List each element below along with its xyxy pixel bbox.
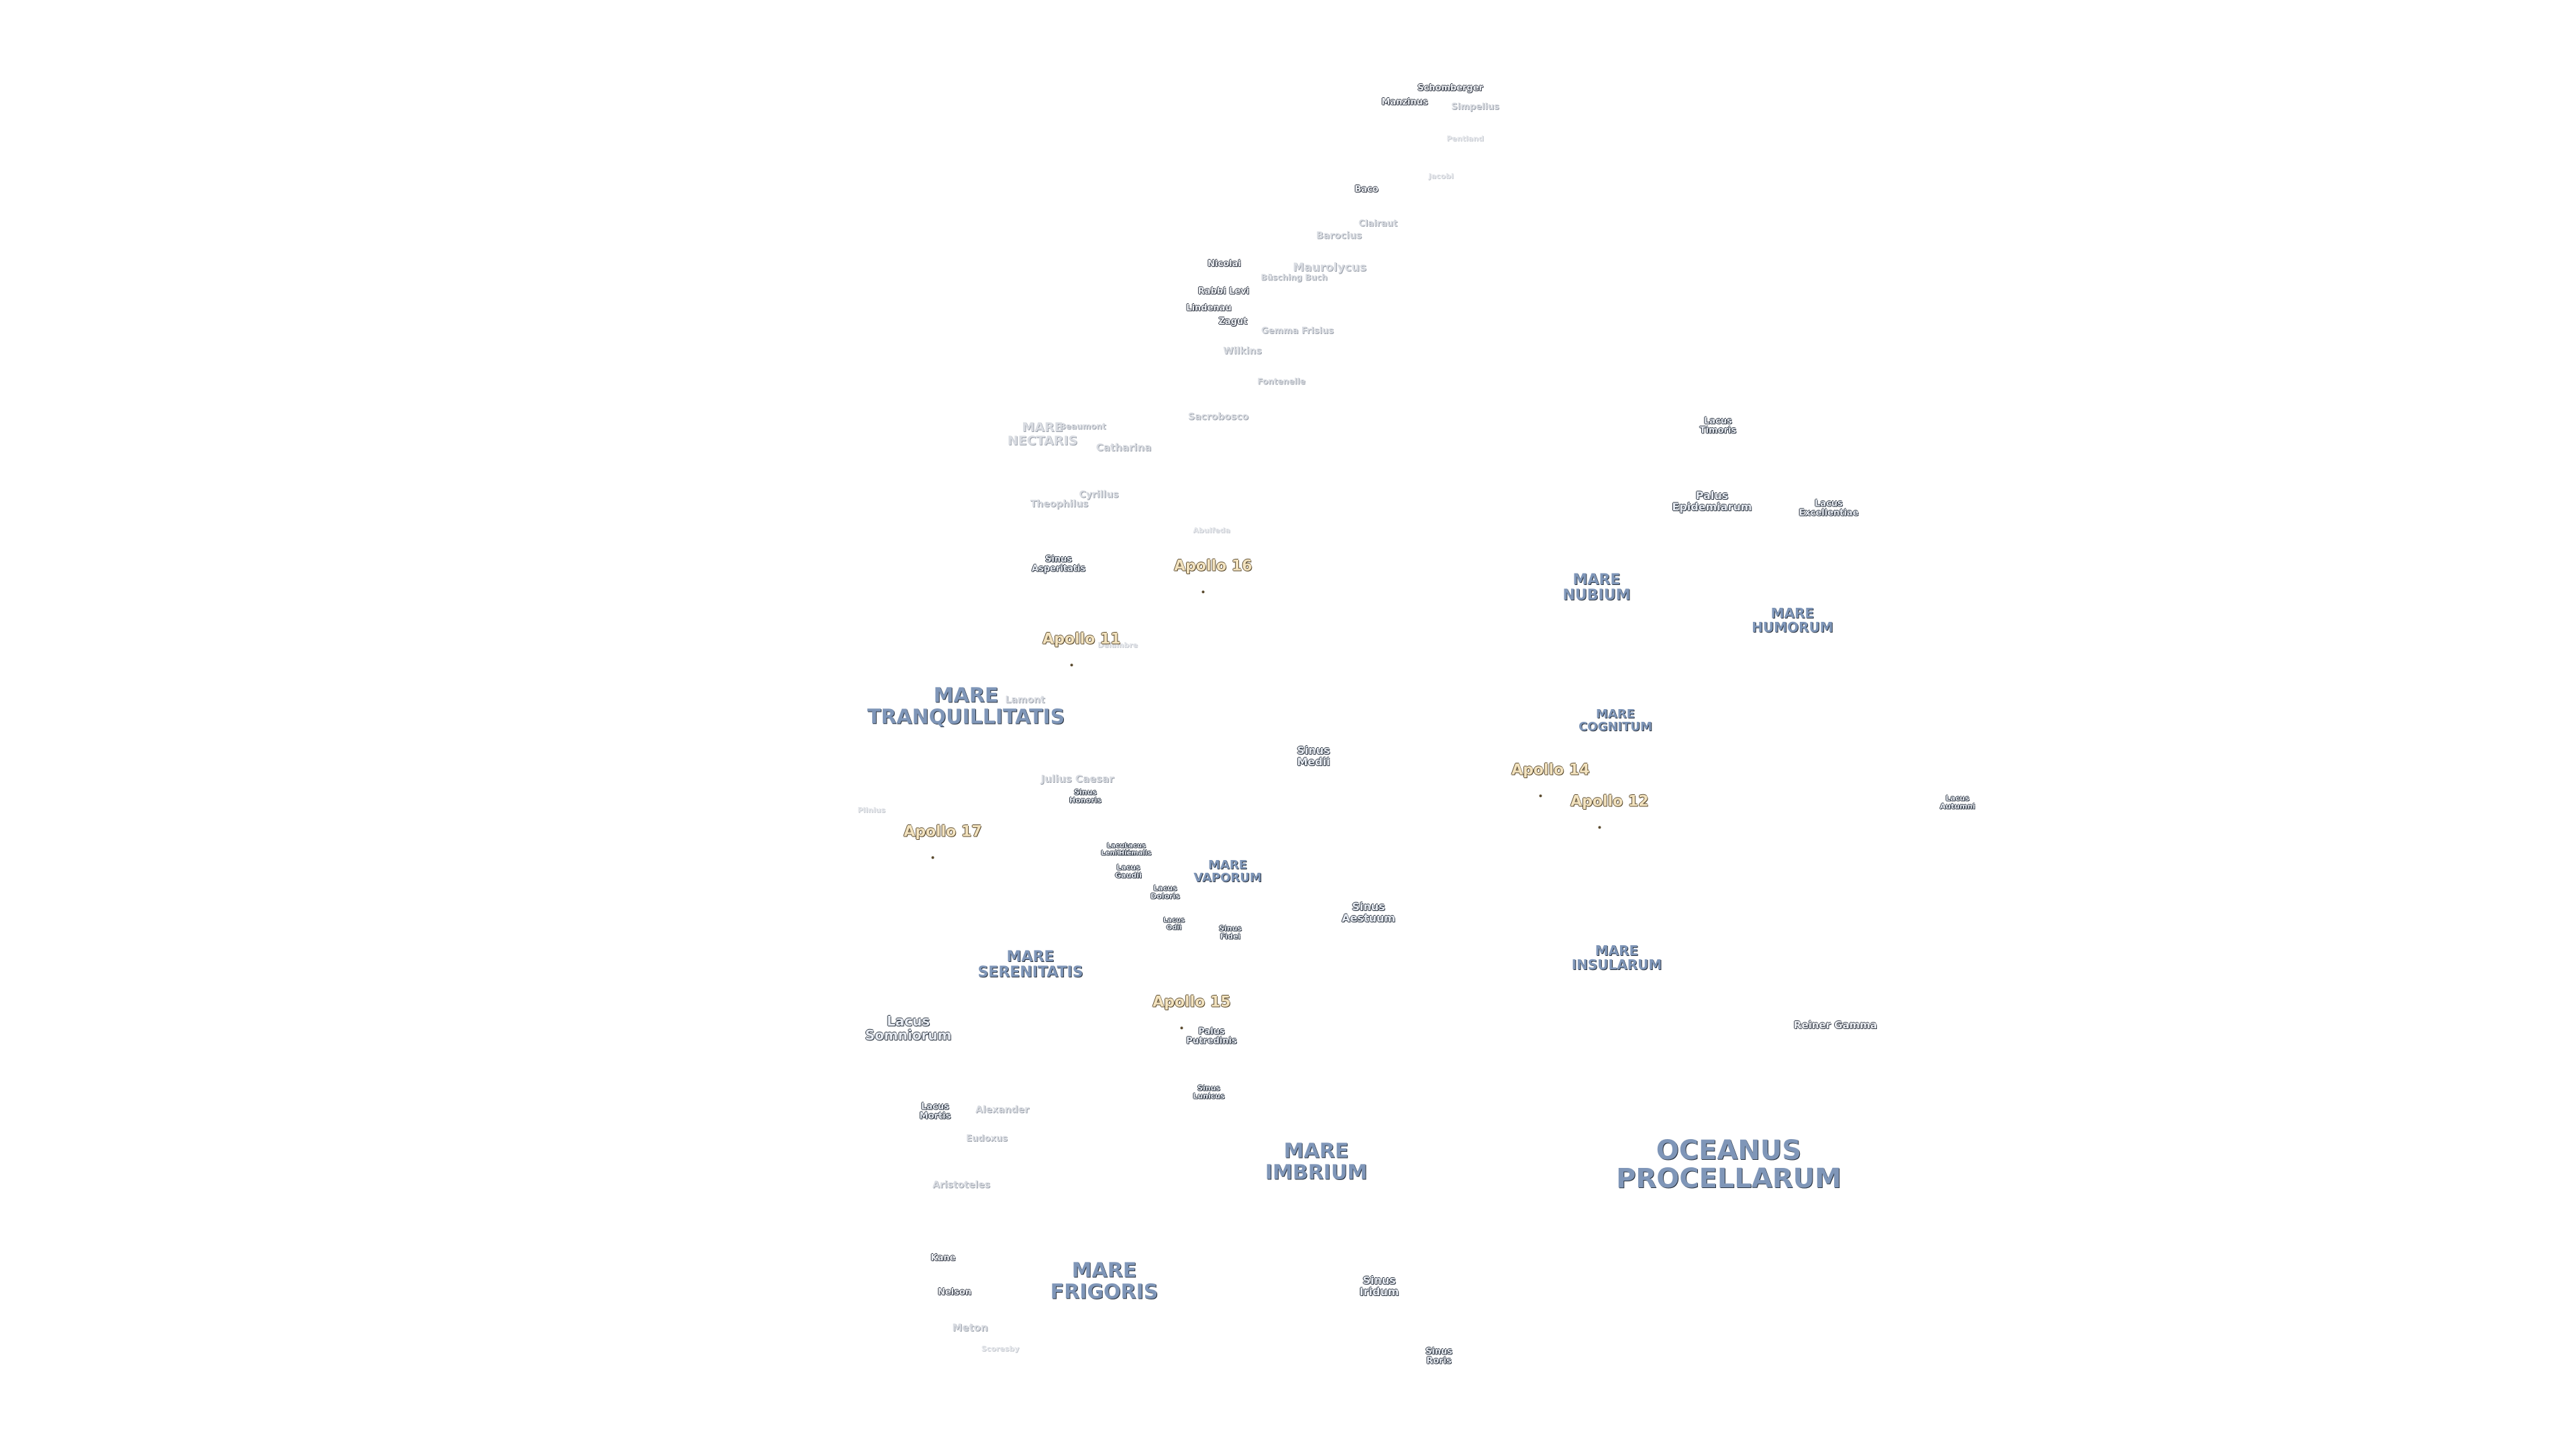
label-crater-simpelius[interactable]: Simpelius xyxy=(1451,102,1499,113)
apollo-16-site-marker xyxy=(1201,590,1204,594)
label-lacus-autumni[interactable]: Lacus Autumni xyxy=(1939,794,1976,810)
apollo-17-text: Apollo 17 xyxy=(904,823,982,841)
label-sinus-lunicus[interactable]: Sinus Lunicus xyxy=(1193,1083,1225,1100)
apollo-15-text: Apollo 15 xyxy=(1152,994,1231,1011)
label-crater-cyrillus[interactable]: Cyrillus xyxy=(1079,489,1119,500)
label-lacus-mortis[interactable]: Lacus Mortis xyxy=(919,1102,951,1121)
label-lacus-hiemalis[interactable]: Lacus Hiemalis xyxy=(1118,842,1152,857)
label-mare-cognitum[interactable]: MARE COGNITUM xyxy=(1578,707,1652,734)
label-mare-imbrium[interactable]: MARE IMBRIUM xyxy=(1265,1139,1368,1184)
label-crater-eudoxus[interactable]: Eudoxus xyxy=(966,1134,1008,1144)
label-mare-tranquillitatis[interactable]: MARE TRANQUILLITATIS xyxy=(867,684,1065,729)
label-mare-frigoris[interactable]: MARE FRIGORIS xyxy=(1050,1258,1159,1303)
label-crater-reiner-gamma[interactable]: Reiner Gamma xyxy=(1793,1019,1878,1032)
label-crater-buchi[interactable]: Büsching Buch xyxy=(1260,272,1328,282)
label-apollo-17[interactable]: Apollo 17 xyxy=(883,808,982,859)
label-crater-lindenau[interactable]: Lindenau xyxy=(1186,303,1232,314)
label-crater-barocius[interactable]: Barocius xyxy=(1316,230,1362,241)
label-mare-serenitatis[interactable]: MARE SERENITATIS xyxy=(977,948,1083,981)
label-crater-nicolai[interactable]: Nicolai xyxy=(1208,259,1241,270)
label-mare-vaporum[interactable]: MARE VAPORUM xyxy=(1193,858,1262,885)
label-crater-plinius[interactable]: Plinius xyxy=(857,806,885,815)
label-sinus-roris[interactable]: Sinus Roris xyxy=(1425,1346,1453,1366)
label-crater-maurolycus[interactable]: Maurolycus xyxy=(1293,261,1366,275)
apollo-14-text: Apollo 14 xyxy=(1511,761,1590,779)
label-lacus-odii[interactable]: Lacus Odii xyxy=(1163,916,1185,931)
label-sinus-aestuum[interactable]: Sinus Aestuum xyxy=(1342,900,1395,924)
label-crater-baco[interactable]: Baco xyxy=(1354,184,1379,195)
label-crater-alexander[interactable]: Alexander xyxy=(975,1104,1029,1116)
label-crater-abulfeda[interactable]: Abulfeda xyxy=(1193,526,1230,535)
label-oceanus-procellarum[interactable]: OCEANUS PROCELLARUM xyxy=(1616,1135,1841,1194)
apollo-17-site-marker xyxy=(931,856,934,859)
label-crater-meton[interactable]: Meton xyxy=(952,1322,988,1334)
label-apollo-14[interactable]: Apollo 14 xyxy=(1491,747,1590,798)
label-mare-nectaris[interactable]: MARE NECTARIS xyxy=(1007,420,1078,448)
label-crater-lamont[interactable]: Lamont xyxy=(1005,694,1045,706)
apollo-11-text: Apollo 11 xyxy=(1042,631,1121,648)
apollo-15-site-marker xyxy=(1180,1026,1183,1030)
label-lacus-timoris[interactable]: Lacus Timoris xyxy=(1699,416,1737,435)
label-palus-putredinis[interactable]: Palus Putredinis xyxy=(1186,1026,1237,1046)
apollo-11-site-marker xyxy=(1070,663,1073,667)
label-mare-nubium[interactable]: MARE NUBIUM xyxy=(1562,571,1631,604)
label-sinus-honoris[interactable]: Sinus Honoris xyxy=(1069,788,1102,804)
label-sinus-medii[interactable]: Sinus Medii xyxy=(1297,744,1330,768)
label-apollo-11[interactable]: Apollo 11 xyxy=(1022,616,1121,667)
label-apollo-12[interactable]: Apollo 12 xyxy=(1550,778,1649,829)
label-lacus-gaudii[interactable]: Lacus Gaudii xyxy=(1115,863,1142,879)
label-lacus-excellentiae[interactable]: Lacus Excellentiae xyxy=(1799,498,1859,518)
label-lacus-somniorum[interactable]: Lacus Somniorum xyxy=(865,1013,952,1043)
apollo-14-site-marker xyxy=(1539,794,1542,798)
label-crater-clairaut[interactable]: Clairaut xyxy=(1358,219,1397,229)
label-crater-kane[interactable]: Kane xyxy=(930,1253,956,1264)
label-crater-manzinus[interactable]: Manzinus xyxy=(1381,97,1428,108)
label-crater-fontenelle[interactable]: Fontenelle xyxy=(1257,376,1305,386)
label-sinus-asperitatis[interactable]: Sinus Asperitatis xyxy=(1031,554,1086,574)
label-crater-schomberger[interactable]: Schomberger xyxy=(1417,83,1483,94)
label-crater-pentland[interactable]: Pentland xyxy=(1446,134,1484,144)
label-sinus-fidei[interactable]: Sinus Fidei xyxy=(1219,924,1242,941)
label-palus-epidemiarum[interactable]: Palus Epidemiarum xyxy=(1672,489,1752,513)
label-crater-rabbi-levi[interactable]: Rabbi Levi xyxy=(1197,286,1250,297)
label-crater-aristoteles[interactable]: Aristoteles xyxy=(932,1179,990,1191)
label-crater-delambre[interactable]: Delambre xyxy=(1097,641,1138,650)
label-crater-scoresby[interactable]: Scoresby xyxy=(981,1344,1020,1354)
label-lacus-doloris[interactable]: Lacus Doloris xyxy=(1150,883,1180,900)
label-mare-insularum[interactable]: MARE INSULARUM xyxy=(1571,943,1662,973)
label-crater-wilkins[interactable]: Wilkins xyxy=(1223,345,1262,357)
label-apollo-15[interactable]: Apollo 15 xyxy=(1132,979,1231,1030)
label-crater-sacrobosco[interactable]: Sacrobosco xyxy=(1187,411,1249,423)
label-crater-nelson[interactable]: Nelson xyxy=(937,1287,972,1298)
apollo-12-text: Apollo 12 xyxy=(1570,793,1649,810)
apollo-12-site-marker xyxy=(1598,826,1601,829)
label-crater-catharina[interactable]: Catharina xyxy=(1095,441,1152,454)
label-crater-jacobi[interactable]: Jacobi xyxy=(1428,172,1454,181)
label-apollo-16[interactable]: Apollo 16 xyxy=(1154,543,1252,594)
label-sinus-iridum[interactable]: Sinus Iridum xyxy=(1359,1274,1399,1298)
label-crater-julius-caesar[interactable]: Julius Caesar xyxy=(1040,773,1114,786)
label-crater-zagut[interactable]: Zagut xyxy=(1218,317,1248,327)
label-crater-gemma-frisius[interactable]: Gemma Frisius xyxy=(1261,326,1334,337)
apollo-16-text: Apollo 16 xyxy=(1174,557,1252,575)
label-lacus-lenitatis[interactable]: Lacus Lenitatis xyxy=(1101,842,1134,857)
label-mare-humorum[interactable]: MARE HUMORUM xyxy=(1752,605,1833,635)
label-crater-beaumont[interactable]: Beaumont xyxy=(1059,421,1106,431)
label-crater-theophilus[interactable]: Theophilus xyxy=(1030,498,1089,510)
